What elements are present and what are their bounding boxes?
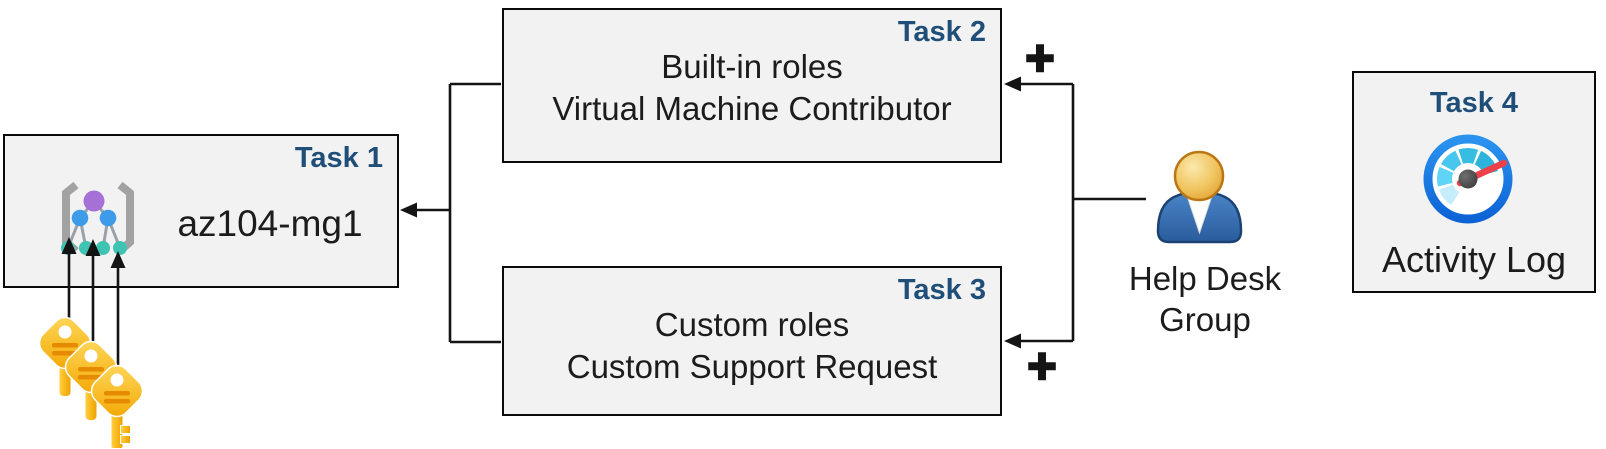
task4-box: Task 4 Activity Log bbox=[1352, 71, 1596, 293]
task4-caption: Activity Log bbox=[1381, 239, 1567, 280]
plus-icon: + bbox=[1024, 29, 1056, 88]
task2-line1: Built-in roles bbox=[661, 48, 843, 85]
arrowhead-into-task1 bbox=[400, 202, 417, 218]
task1-box: Task 1 az104-mg1 bbox=[3, 134, 399, 288]
task3-text: Custom roles Custom Support Request bbox=[504, 304, 1000, 388]
plus-icon: + bbox=[1026, 337, 1058, 396]
task4-label: Task 4 bbox=[1429, 87, 1519, 119]
task1-label: Task 1 bbox=[294, 142, 383, 174]
keys-icon bbox=[38, 316, 144, 449]
left-connector bbox=[415, 82, 501, 344]
task2-label: Task 2 bbox=[897, 16, 986, 48]
task3-label: Task 3 bbox=[897, 274, 986, 306]
task3-line1: Custom roles bbox=[654, 306, 850, 343]
task2-text: Built-in roles Virtual Machine Contribut… bbox=[504, 46, 1000, 130]
task2-box: Task 2 Built-in roles Virtual Machine Co… bbox=[502, 8, 1002, 163]
user-icon bbox=[1156, 150, 1243, 244]
help-desk-line1: Help Desk bbox=[1128, 260, 1282, 297]
help-desk-group-label: Help Desk Group bbox=[1103, 258, 1307, 340]
activity-log-gauge-icon bbox=[1423, 134, 1513, 224]
help-desk-line2: Group bbox=[1159, 301, 1251, 338]
management-group-icon bbox=[61, 181, 134, 255]
task2-line2: Virtual Machine Contributor bbox=[552, 90, 952, 127]
task3-line2: Custom Support Request bbox=[566, 348, 938, 385]
task3-box: Task 3 Custom roles Custom Support Reque… bbox=[502, 266, 1002, 416]
task1-title: az104-mg1 bbox=[177, 203, 363, 244]
